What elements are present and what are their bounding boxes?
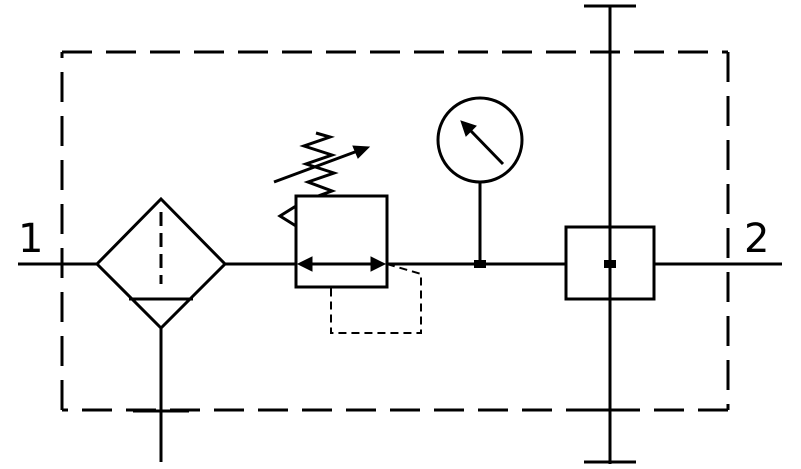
lubricator-symbol	[564, 4, 656, 464]
inlet-port-label: 1	[18, 216, 43, 262]
pressure-gauge-symbol	[436, 96, 524, 268]
outlet-port-label: 2	[744, 216, 769, 262]
filter-with-drain-symbol	[94, 196, 228, 462]
pressure-regulator-symbol	[273, 131, 422, 334]
